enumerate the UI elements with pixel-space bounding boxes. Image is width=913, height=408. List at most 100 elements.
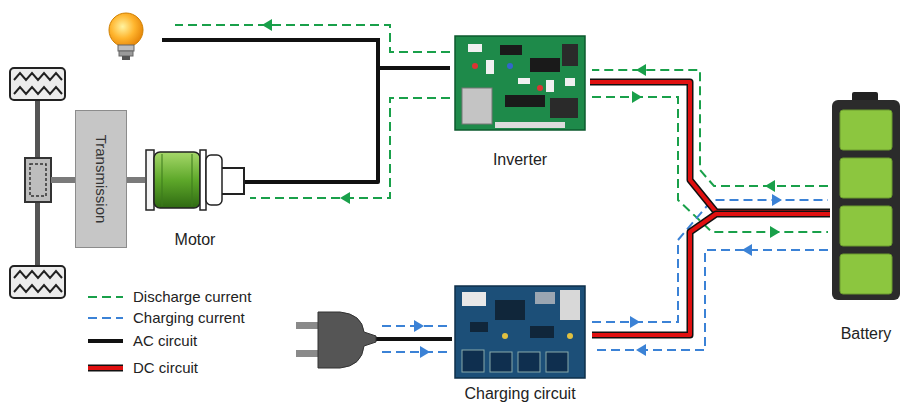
- charging-board: [560, 290, 580, 320]
- inverter-board: [495, 122, 565, 128]
- inverter-board: [565, 78, 575, 86]
- legend-sample-line: [88, 365, 123, 372]
- transmission-box: Transmission: [75, 110, 127, 248]
- inverter-board: [505, 95, 545, 107]
- legend-label: AC circuit: [133, 330, 197, 352]
- power-plug: [296, 322, 320, 329]
- light-bulb: [119, 51, 133, 56]
- battery-illustration: [840, 254, 892, 294]
- inverter-board: [537, 85, 543, 91]
- motor-node: Motor: [145, 146, 245, 250]
- wire-stroke: [592, 214, 830, 335]
- node-label: Charging circuit: [464, 384, 575, 404]
- legend-sample-line: [88, 296, 123, 298]
- charging-board: [462, 292, 486, 306]
- node-label: Battery: [841, 324, 892, 344]
- legend-label: Charging current: [133, 307, 245, 329]
- motor-illustration: [243, 167, 245, 195]
- inverter-board: [462, 88, 492, 124]
- motor-illustration: [162, 154, 163, 206]
- legend-row: Charging current: [85, 307, 245, 329]
- lamp-wire: [162, 40, 378, 68]
- wheel-axle: [51, 177, 75, 183]
- charging-current-path: [382, 200, 828, 352]
- inverter-board: [530, 58, 560, 72]
- battery-illustration: [832, 92, 900, 300]
- charging-board: [470, 322, 488, 332]
- legend: Discharge currentCharging currentAC circ…: [85, 286, 285, 386]
- wire-stroke: [245, 68, 450, 182]
- motor-illustration: [222, 167, 244, 169]
- charging-board: [462, 350, 484, 372]
- battery-illustration: [832, 100, 900, 300]
- inverter-board: [562, 44, 578, 66]
- inverter-board: [455, 36, 585, 130]
- legend-label: DC circuit: [133, 357, 198, 379]
- battery-node: Battery: [830, 88, 902, 344]
- light-bulb: [118, 45, 134, 51]
- shaft-wire: [127, 180, 145, 181]
- battery-illustration: [840, 206, 892, 246]
- power-plug: [318, 312, 376, 368]
- charging-current-path: [382, 351, 452, 353]
- charging-board: [455, 286, 585, 378]
- inverter-board: [486, 60, 494, 74]
- legend-sample: [85, 286, 125, 308]
- motor-illustration: [200, 150, 206, 210]
- inverter-board: [550, 98, 578, 118]
- charging-arrowhead: [630, 316, 640, 328]
- discharge-arrowhead: [770, 226, 780, 238]
- discharge-arrowhead: [636, 64, 646, 76]
- wire-stroke: [127, 177, 145, 183]
- node-label: Inverter: [493, 150, 547, 170]
- inverter-board: [472, 63, 478, 69]
- inverter-board: [500, 45, 522, 55]
- inverter-board: [455, 36, 585, 130]
- wheel-axle: [10, 68, 65, 100]
- charging-arrowhead: [742, 244, 752, 256]
- charging-board: [530, 326, 554, 338]
- charging-board: [567, 333, 573, 339]
- power-plug: [296, 312, 452, 368]
- wheel-axle: [14, 87, 62, 94]
- legend-sample-line: [88, 366, 123, 370]
- charging-board: [495, 300, 525, 320]
- wheel-axle: [30, 164, 46, 196]
- motor-illustration: [192, 154, 193, 206]
- battery-illustration: [840, 110, 892, 150]
- power-plug: [296, 350, 320, 357]
- wire-stroke: [592, 214, 830, 335]
- wheel-axle: [14, 73, 62, 80]
- wire-stroke: [590, 82, 830, 212]
- charging-board: [455, 286, 585, 378]
- legend-row: DC circuit: [85, 357, 198, 379]
- motor-illustration: [146, 150, 154, 210]
- discharge-current-path: [592, 70, 828, 186]
- legend-row: Discharge current: [85, 286, 251, 308]
- wheel-axle: [25, 158, 51, 202]
- motor-illustration: [206, 155, 222, 205]
- charging-board: [546, 352, 568, 372]
- inverter-board: [468, 44, 482, 52]
- inverter-node: Inverter: [450, 33, 590, 170]
- node-label: Transmission: [91, 135, 111, 224]
- light-bulb: [109, 13, 143, 47]
- legend-sample-line: [88, 339, 123, 343]
- charging-board: [502, 333, 508, 339]
- dc-wire: [592, 214, 830, 335]
- discharge-arrowhead: [262, 19, 272, 31]
- charging-circuit-node: Charging circuit: [448, 283, 592, 404]
- ac-wire: [245, 68, 450, 182]
- legend-sample: [85, 330, 125, 352]
- legend-row: AC circuit: [85, 330, 197, 352]
- node-label: Motor: [175, 230, 216, 250]
- charging-arrowhead: [772, 194, 782, 206]
- wire-stroke: [590, 82, 830, 212]
- wheel-axle: [14, 271, 62, 278]
- wheel-axle: [10, 266, 65, 298]
- motor-illustration: [222, 193, 244, 195]
- charging-arrowhead: [414, 320, 424, 332]
- battery-illustration: [840, 158, 892, 198]
- discharge-arrowhead: [262, 19, 780, 238]
- light-bulb: [109, 13, 143, 60]
